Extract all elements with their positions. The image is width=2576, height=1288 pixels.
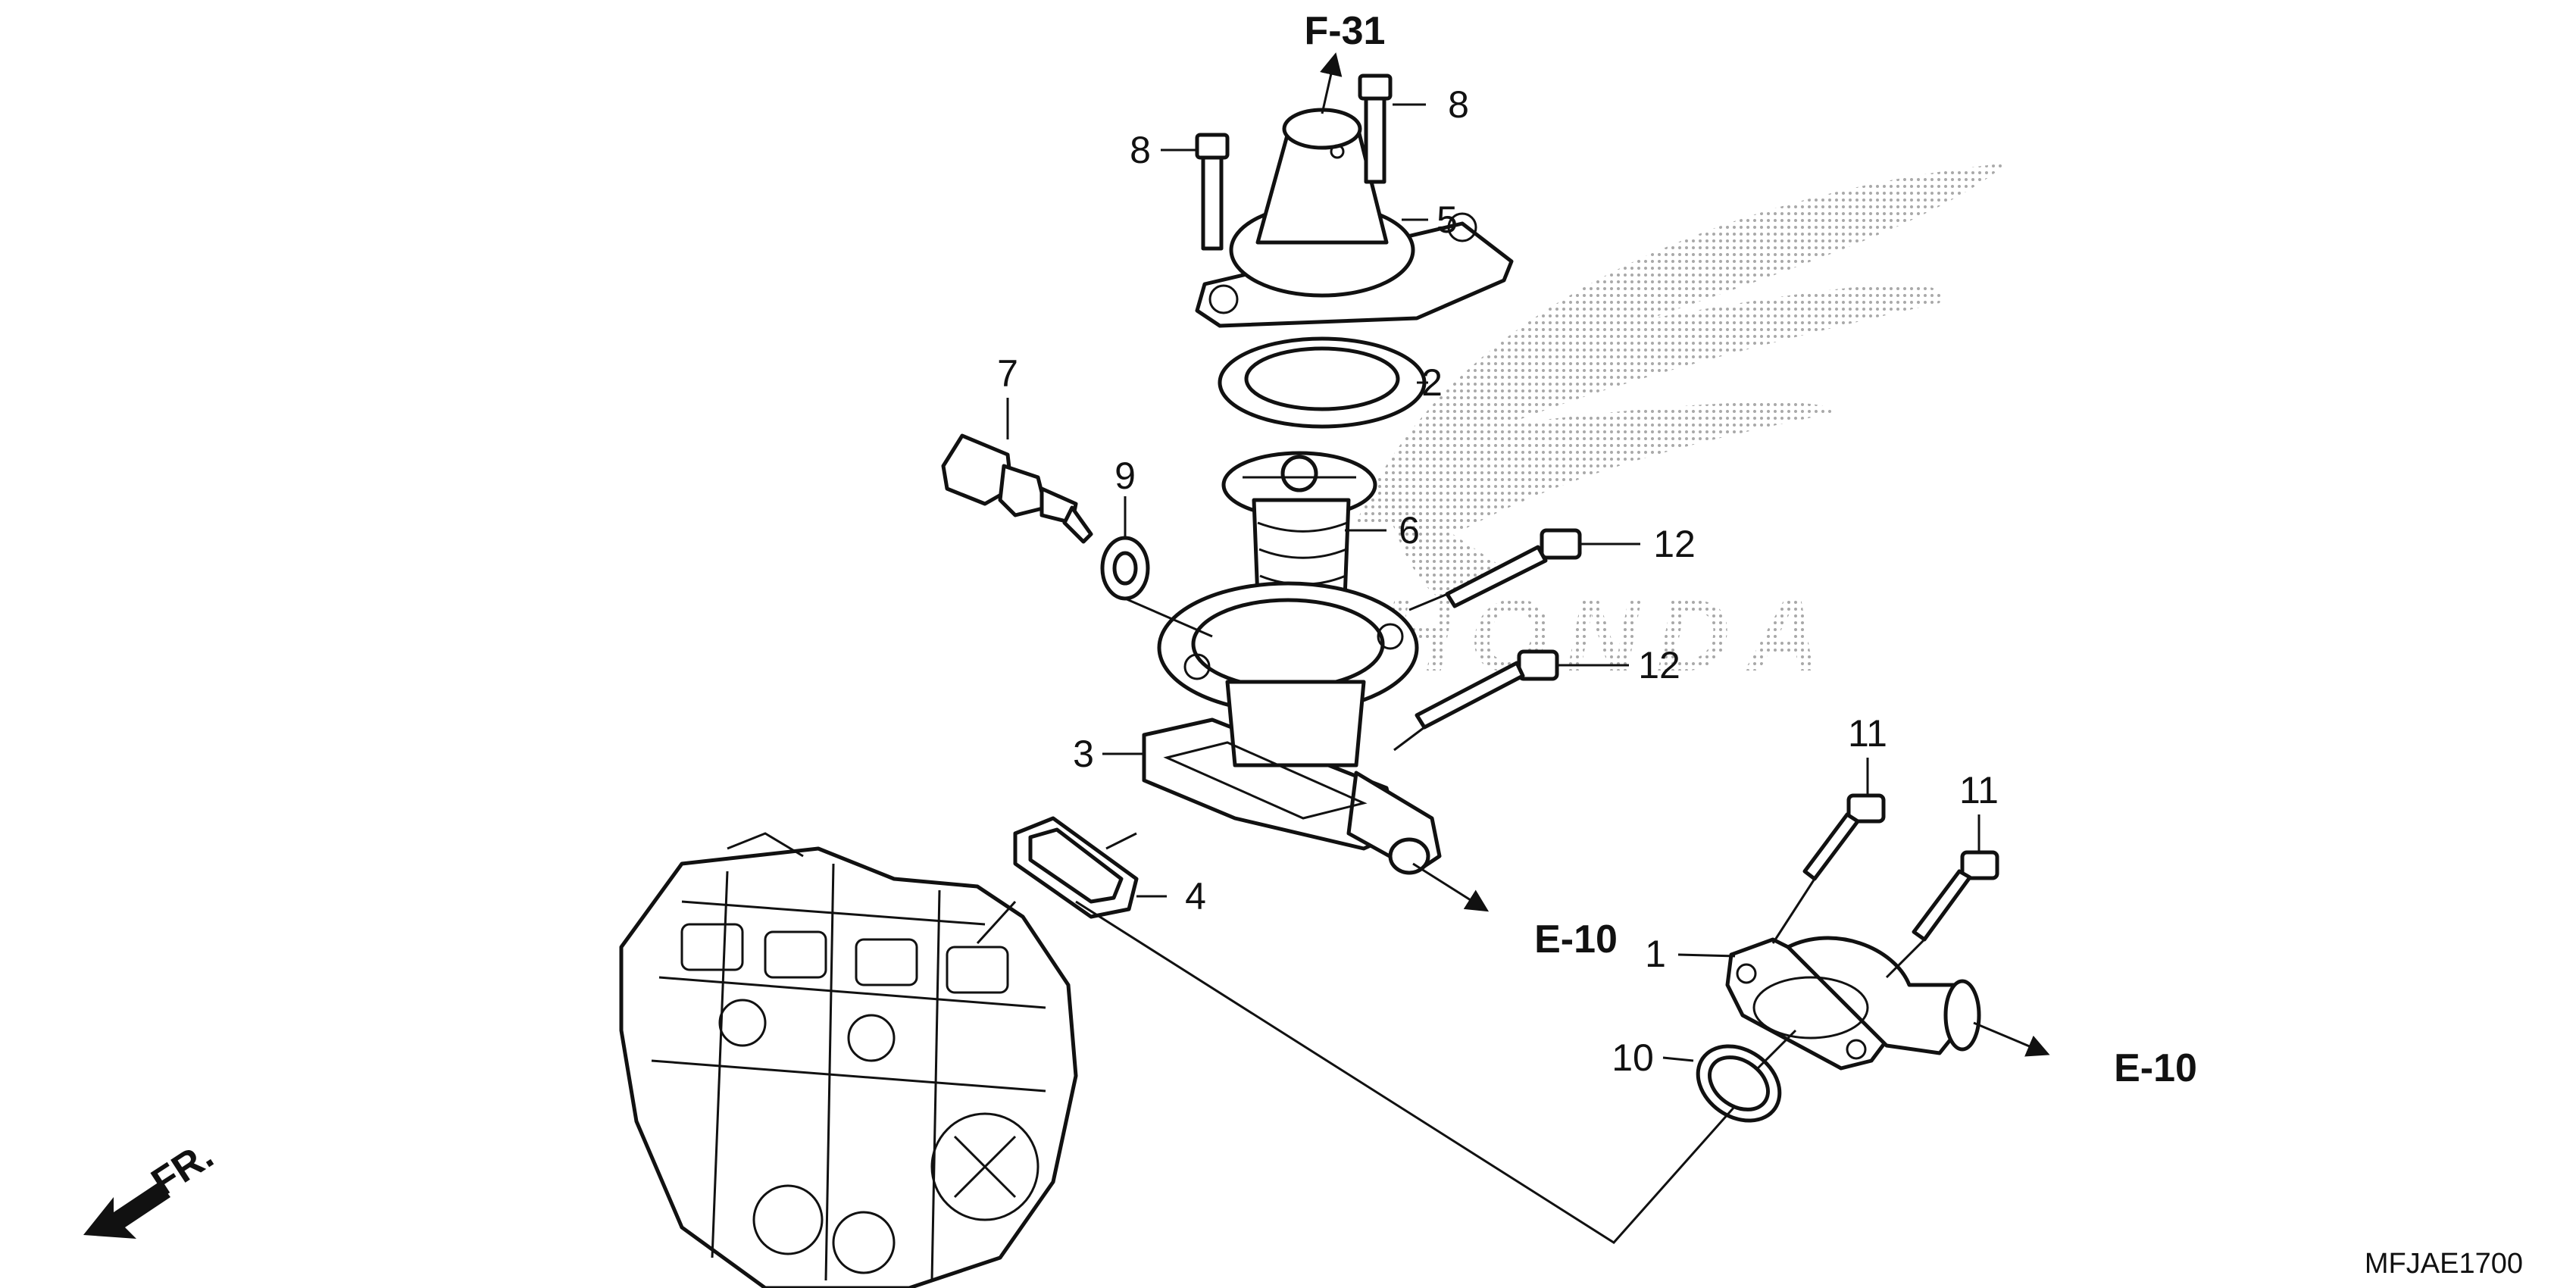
leader-lines (1006, 103, 1980, 1062)
sensor-washer (1100, 536, 1150, 601)
reference-labels: F-31 E-10 E-10 (1305, 9, 2197, 1090)
temperature-sensor (941, 433, 1093, 544)
engine-block (619, 832, 1078, 1288)
callout-11-right: 11 (1959, 769, 1999, 811)
callout-7: 7 (997, 352, 1018, 395)
cover-bolt-right (1358, 73, 1393, 184)
ref-right-mid: E-10 (1534, 918, 1618, 961)
callout-3: 3 (1073, 733, 1094, 775)
thermostat-cover (1195, 108, 1514, 328)
cover-bolt-left (1195, 133, 1230, 251)
outlet-o-ring (1696, 1044, 1782, 1123)
housing-o-ring (1013, 816, 1139, 919)
water-outlet (1725, 936, 1981, 1071)
callout-6: 6 (1399, 509, 1420, 552)
callout-12-lower: 12 (1638, 644, 1680, 686)
reference-arrows (1320, 52, 2050, 1057)
callout-4: 4 (1185, 875, 1206, 918)
assembly-lines (976, 589, 1926, 1244)
outlet-bolt-right (1912, 850, 1999, 942)
callout-12-upper: 12 (1653, 523, 1696, 565)
callout-11-left: 11 (1848, 712, 1887, 755)
front-direction-arrow-icon: FR. (83, 1133, 221, 1239)
thermostat-housing (1142, 581, 1442, 875)
ref-top: F-31 (1305, 9, 1386, 53)
callout-10: 10 (1612, 1036, 1654, 1079)
callout-8-left: 8 (1130, 129, 1151, 171)
callout-5: 5 (1436, 199, 1458, 241)
callout-2: 2 (1421, 361, 1443, 404)
outlet-bolt-left (1802, 793, 1886, 881)
callout-9: 9 (1114, 455, 1136, 497)
honda-wing-logo: HONDA (1356, 163, 2008, 692)
diagram-code: MFJAE1700 (2365, 1248, 2523, 1280)
ref-right-low: E-10 (2114, 1046, 2197, 1090)
callouts: 1 2 3 4 5 6 7 8 8 9 10 11 11 12 12 (997, 83, 1999, 1079)
thermostat-seal (1218, 336, 1427, 429)
callout-1: 1 (1645, 933, 1666, 975)
callout-8-right: 8 (1448, 83, 1469, 126)
